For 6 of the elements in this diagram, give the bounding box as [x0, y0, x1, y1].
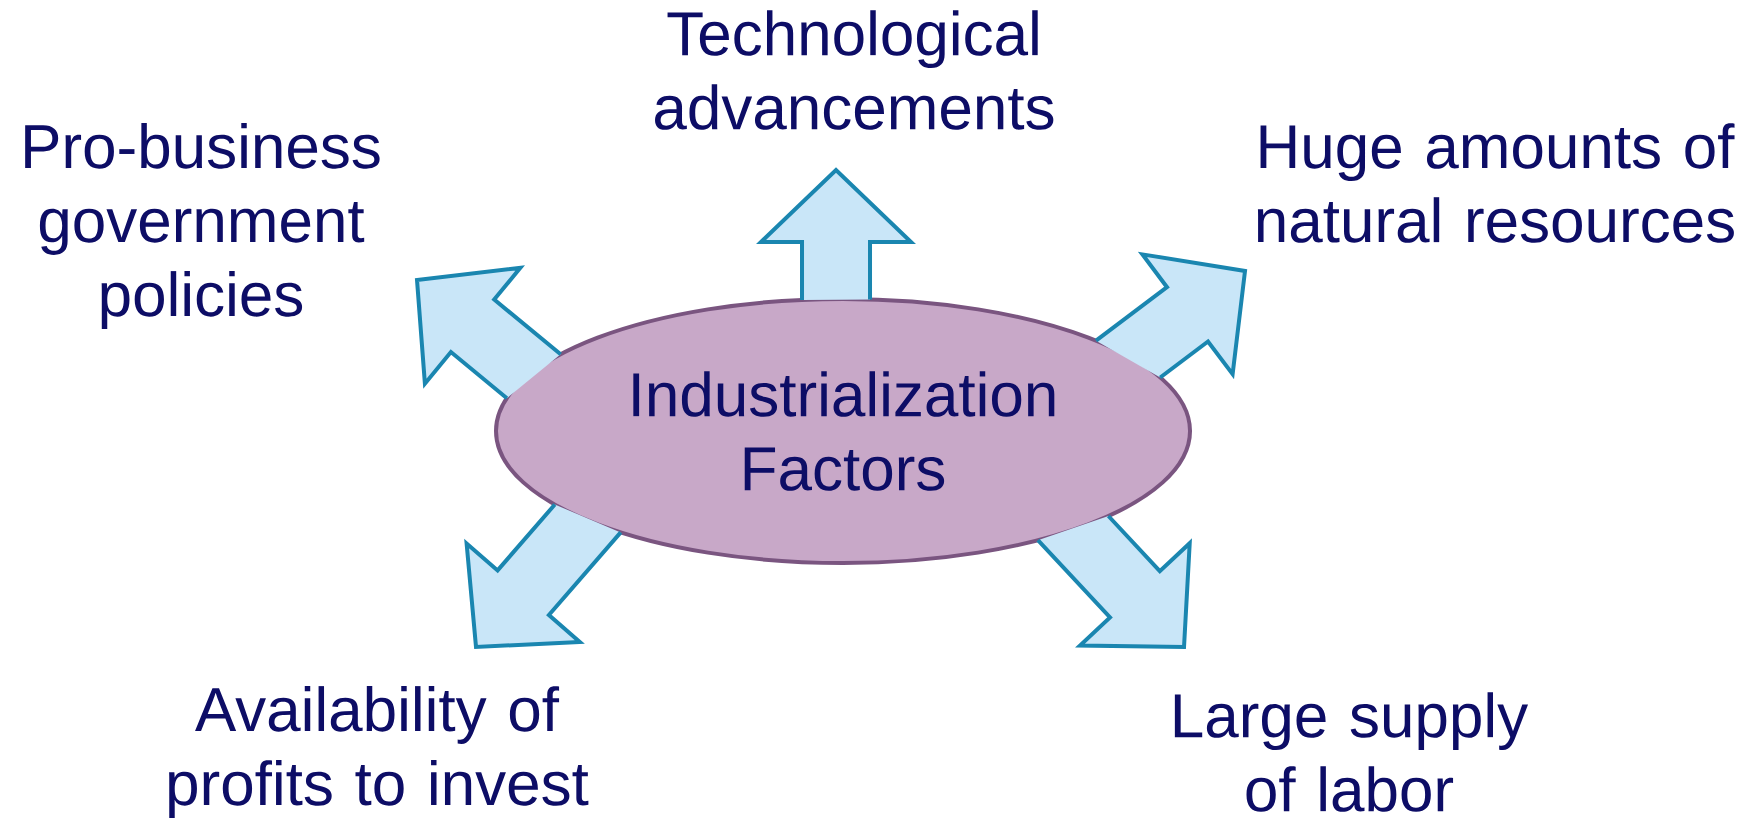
factor-label: Availability of profits to invest [169, 686, 589, 818]
factor-label: Pro-business government policies [25, 123, 380, 329]
factor-label: Large supply of labor [1174, 692, 1529, 812]
factor-label: Huge amounts of natural resources [1257, 123, 1735, 243]
block-arrow [756, 167, 916, 302]
factor-label: Technological advancements [655, 10, 1054, 130]
